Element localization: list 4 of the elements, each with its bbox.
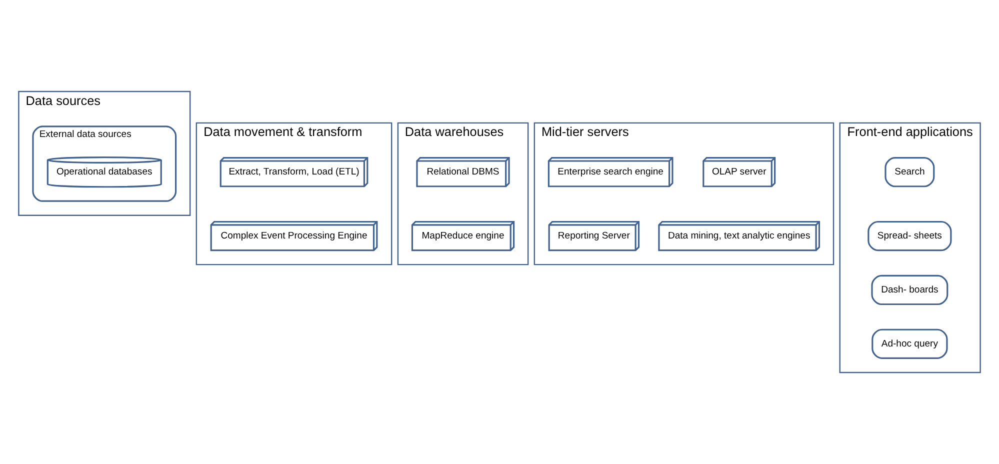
- node-box: Search: [884, 157, 935, 188]
- node-box: Dash- boards: [871, 274, 948, 306]
- node-box: Spread- sheets: [868, 220, 952, 252]
- node-box: Ad-hoc query: [872, 328, 948, 359]
